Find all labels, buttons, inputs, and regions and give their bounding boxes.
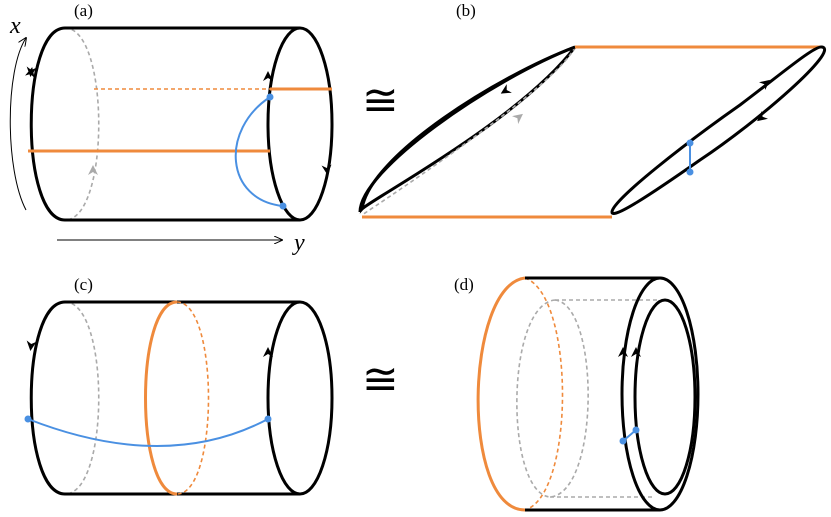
cylinder-c-left-hidden-arc [64,301,100,495]
outer-ring-d [620,276,700,512]
cylinder-a-left-hidden-arc [64,27,100,221]
blue-point-a-bottom [279,202,287,210]
arrow-a-left-down [26,66,37,77]
arrow-c-left [26,340,37,351]
blue-curve-c [27,418,269,447]
cylinder-a-right-ellipse [266,26,334,222]
arrow-b-hidden [511,113,523,125]
axis-x-arc [9,38,26,211]
panel-c-label: (c) [74,275,93,294]
inner-hidden-arc-d [516,299,589,498]
orange-arc-d-hidden [524,277,564,511]
panel-d-label: (d) [454,275,474,294]
blue-point-d-inner [632,426,640,434]
cylinder-c-right-ellipse [266,300,334,496]
arrow-b-left [500,84,512,94]
arrow-a-right-down [321,164,332,175]
blue-point-b-top [686,139,694,147]
inner-ring-d [633,298,697,496]
panel-a: (a) x y [9,1,334,256]
blue-point-b-bottom [686,168,694,176]
panel-b: (b) [358,1,826,219]
cylinder-c-left-front-arc [29,300,66,496]
axis-x-label: x [9,13,21,39]
blue-point-a-top [266,93,274,101]
orange-circle-c-front [144,300,178,496]
blue-curve-a [234,96,284,207]
congruence-symbol-top: ≅ [362,75,399,126]
panel-b-label: (b) [456,1,476,20]
parallelogram-left-edge-visible [358,45,576,213]
right-ellipse-b [610,45,826,215]
parallelogram-left-edge-front [359,45,577,214]
blue-point-d-outer [619,437,627,445]
orange-arc-d-front [476,276,526,512]
congruence-symbol-bottom: ≅ [362,354,399,405]
orange-circle-c-hidden [176,301,210,495]
axis-y-label: y [292,230,305,256]
panel-a-label: (a) [74,1,93,20]
panel-d: (d) [454,275,700,512]
panel-c: (c) [24,275,334,496]
blue-point-c-left [24,415,32,423]
cylinder-a-left-front-arc [29,26,66,222]
blue-point-c-right [264,415,272,423]
arrow-a-left [24,67,35,79]
